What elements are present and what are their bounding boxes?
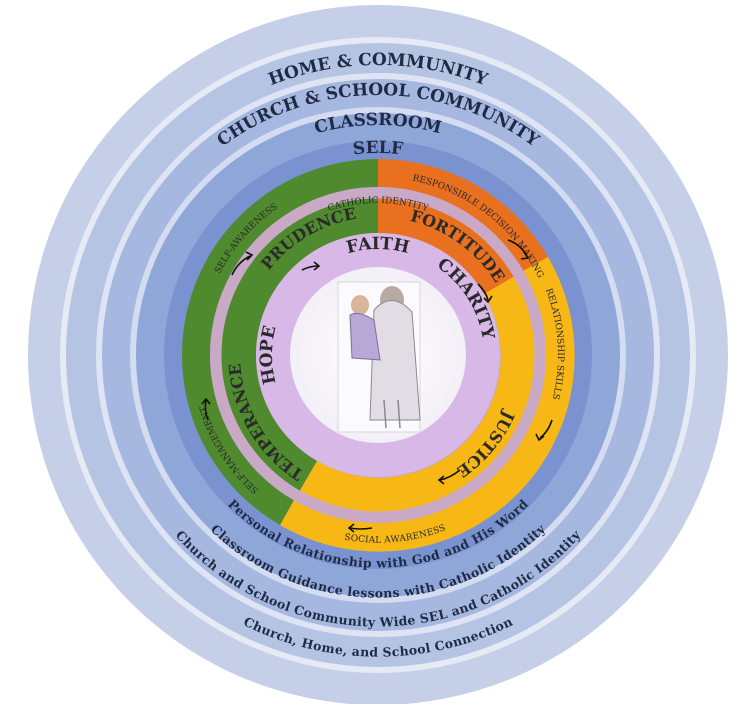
decision-making-sector xyxy=(378,158,548,271)
self-management-sector xyxy=(181,355,294,525)
arrow-icon xyxy=(437,475,445,485)
prudence-sector xyxy=(220,197,378,355)
arrow-icon xyxy=(245,251,254,261)
arrow-icon xyxy=(347,523,355,533)
arrow-icon xyxy=(349,527,373,530)
arrow-icon xyxy=(520,251,530,260)
arrow-icon xyxy=(535,433,545,442)
justice-sector xyxy=(299,276,537,514)
arrow-icon xyxy=(313,261,321,271)
cardinal-virtue-ring xyxy=(218,195,538,515)
arrow-icon xyxy=(477,283,489,301)
self-label: SELF xyxy=(352,138,404,159)
arrow-icon xyxy=(201,397,211,405)
arrow-icon xyxy=(539,419,553,439)
temperance-sector xyxy=(219,355,317,492)
arrow-icon xyxy=(301,265,319,271)
arrow-icon xyxy=(231,255,251,276)
hope-label: HOPE xyxy=(257,324,281,386)
fortitude-sector xyxy=(378,196,515,294)
arrow-icon xyxy=(204,399,209,421)
relationship-social-sector xyxy=(280,257,575,552)
arrow-icon xyxy=(439,469,461,481)
flow-arrows xyxy=(201,239,553,533)
sel-sector-ring xyxy=(181,158,575,552)
self-awareness-sector xyxy=(182,159,378,355)
jesus-carrying-child-illustration xyxy=(337,281,421,433)
arrow-icon xyxy=(483,295,493,304)
